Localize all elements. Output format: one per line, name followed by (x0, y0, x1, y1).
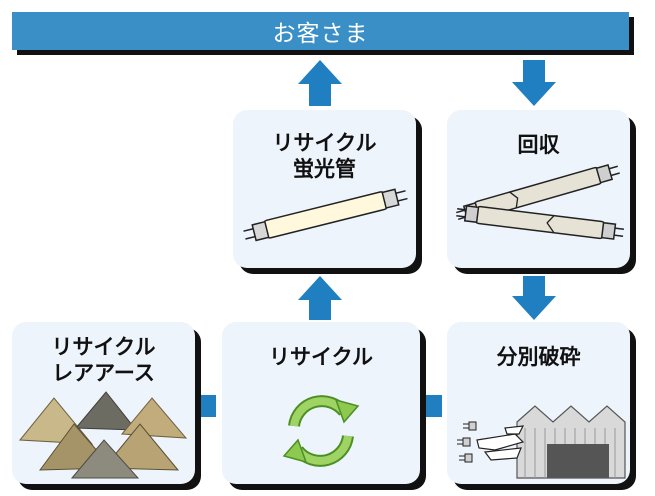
card-crushing: 分別破砕 (447, 322, 630, 484)
card-recycled-lamp: リサイクル 蛍光管 (233, 110, 416, 268)
new-fluorescent-tube-icon (243, 188, 408, 242)
recycle-cycle-icon (282, 395, 360, 467)
crushing-factory-icon (457, 405, 626, 479)
arrow-down-to-crushing (512, 276, 556, 320)
rare-earth-label: リサイクル レアアース (12, 334, 195, 386)
card-rare-earth: リサイクル レアアース (12, 322, 195, 484)
customer-title: お客さま (272, 21, 369, 47)
recycling-label: リサイクル (269, 345, 373, 369)
used-fluorescent-tubes-icon (456, 163, 624, 240)
customer-banner: お客さま (12, 12, 629, 50)
rare-earth-label-line1: リサイクル (51, 335, 156, 359)
collection-label: 回収 (517, 133, 560, 157)
rare-earth-label-line2: レアアース (52, 361, 155, 385)
recycled-lamp-label: リサイクル 蛍光管 (233, 130, 416, 182)
card-recycling: リサイクル (222, 322, 420, 484)
recycled-lamp-label-line2: 蛍光管 (293, 157, 356, 181)
rare-earth-piles-icon (18, 391, 188, 479)
arrow-down-to-collection (512, 60, 556, 106)
recycled-lamp-label-line1: リサイクル (272, 131, 377, 155)
card-collection: 回収 (447, 110, 630, 268)
arrow-up-to-customer (298, 60, 342, 106)
crushing-label: 分別破砕 (496, 345, 581, 369)
arrow-up-to-lamp (298, 276, 342, 320)
